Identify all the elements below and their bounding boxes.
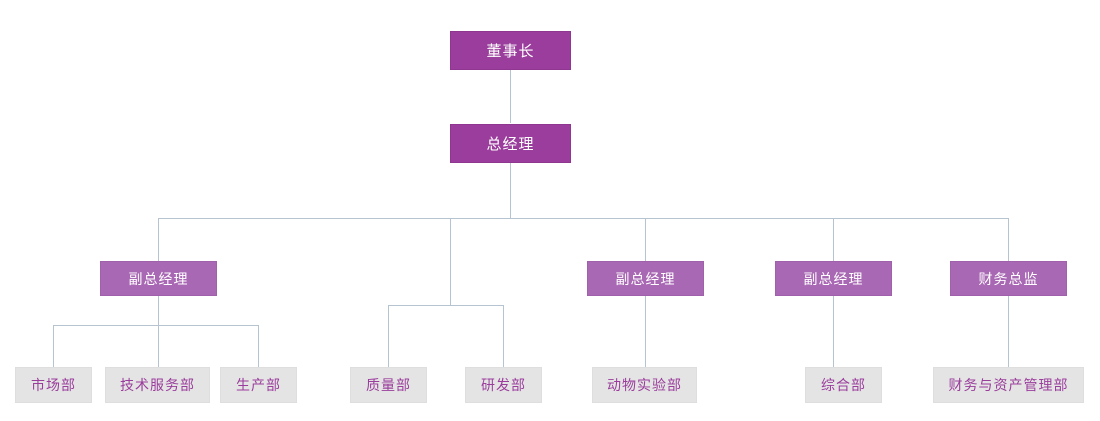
node-vice-president-3-label: 副总经理 xyxy=(803,270,864,287)
node-vice-president-2[interactable]: 副总经理 xyxy=(587,261,704,296)
node-dept-finance-asset-label: 财务与资产管理部 xyxy=(948,377,1069,393)
connector-chairman-to-gm xyxy=(510,70,511,123)
connector-subbus-to-rd xyxy=(503,305,504,367)
connector-bus-to-vp1 xyxy=(158,218,159,261)
connector-main-bus xyxy=(158,218,1009,219)
node-dept-tech-service-label: 技术服务部 xyxy=(120,377,195,393)
connector-vp3-to-general-affairs xyxy=(833,296,834,367)
connector-bus-to-vp3 xyxy=(833,218,834,261)
connector-subbus-to-quality xyxy=(388,305,389,367)
connector-gm-to-bus xyxy=(510,163,511,218)
node-dept-rd-label: 研发部 xyxy=(481,377,526,393)
connector-bus-to-vp2 xyxy=(645,218,646,261)
connector-bus-to-cfo xyxy=(1008,218,1009,261)
node-dept-rd[interactable]: 研发部 xyxy=(465,367,542,403)
connector-bus-to-midgroup xyxy=(450,218,451,305)
connector-midgroup-subbus xyxy=(388,305,504,306)
node-dept-quality-label: 质量部 xyxy=(366,377,411,393)
node-finance-director[interactable]: 财务总监 xyxy=(950,261,1067,296)
node-dept-general-affairs[interactable]: 综合部 xyxy=(805,367,882,403)
node-finance-director-label: 财务总监 xyxy=(978,270,1039,287)
node-general-manager-label: 总经理 xyxy=(486,136,535,153)
node-dept-quality[interactable]: 质量部 xyxy=(350,367,427,403)
node-dept-animal-lab[interactable]: 动物实验部 xyxy=(592,367,697,403)
node-vice-president-1[interactable]: 副总经理 xyxy=(100,261,217,296)
node-dept-animal-lab-label: 动物实验部 xyxy=(607,377,682,393)
node-vice-president-3[interactable]: 副总经理 xyxy=(775,261,892,296)
node-dept-tech-service[interactable]: 技术服务部 xyxy=(105,367,210,403)
connector-vp1-subbus xyxy=(53,325,259,326)
connector-subbus-to-tech-service xyxy=(158,325,159,367)
node-vice-president-2-label: 副总经理 xyxy=(615,270,676,287)
connector-subbus-to-production xyxy=(258,325,259,367)
node-dept-marketing-label: 市场部 xyxy=(31,377,76,393)
node-chairman[interactable]: 董事长 xyxy=(450,31,571,70)
node-dept-production-label: 生产部 xyxy=(236,377,281,393)
connector-vp2-to-animal-lab xyxy=(645,296,646,367)
connector-vp1-to-subbus xyxy=(158,296,159,325)
node-chairman-label: 董事长 xyxy=(486,43,535,60)
node-dept-production[interactable]: 生产部 xyxy=(220,367,297,403)
node-dept-general-affairs-label: 综合部 xyxy=(821,377,866,393)
node-dept-marketing[interactable]: 市场部 xyxy=(15,367,92,403)
node-dept-finance-asset[interactable]: 财务与资产管理部 xyxy=(933,367,1084,403)
connector-subbus-to-marketing xyxy=(53,325,54,367)
connector-cfo-to-finance-asset xyxy=(1008,296,1009,367)
node-general-manager[interactable]: 总经理 xyxy=(450,124,571,163)
node-vice-president-1-label: 副总经理 xyxy=(128,270,189,287)
